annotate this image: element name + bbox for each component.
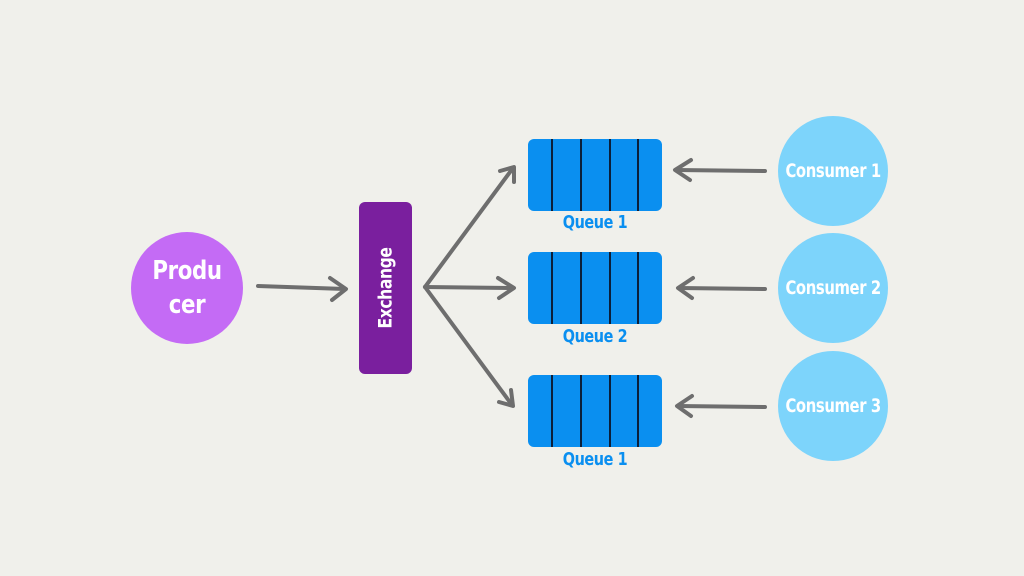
queue-slot-divider	[637, 375, 639, 447]
queue-2-box	[528, 252, 662, 324]
consumer1-to-queue1-arrow	[673, 158, 767, 182]
queue-slot-divider	[551, 375, 553, 447]
queue-slot-divider	[551, 139, 553, 211]
consumer-3-label: Consumer 3	[785, 395, 881, 417]
consumer-1-node: Consumer 1	[778, 116, 888, 226]
exchange-to-queue3-arrow	[423, 285, 515, 408]
exchange-label: Exchange	[374, 247, 397, 329]
queue-1-box	[528, 139, 662, 211]
queue-2-label: Queue 2	[562, 326, 628, 347]
queue-1-label: Queue 1	[562, 212, 628, 233]
consumer-2-label: Consumer 2	[785, 277, 881, 299]
queue-3-box	[528, 375, 662, 447]
queue-slot-divider	[580, 139, 582, 211]
producer-to-exchange-arrow	[256, 276, 348, 302]
queue-3-label: Queue 1	[562, 449, 628, 470]
exchange-to-queue1-arrow	[423, 165, 516, 289]
producer-label: Producer	[152, 256, 222, 320]
consumer2-to-queue2-arrow	[676, 276, 767, 300]
queue-slot-divider	[580, 375, 582, 447]
consumer-1-label: Consumer 1	[785, 160, 881, 182]
queue-slot-divider	[609, 139, 611, 211]
queue-slot-divider	[637, 252, 639, 324]
consumer3-to-queue3-arrow	[675, 394, 767, 418]
queue-slot-divider	[580, 252, 582, 324]
producer-node: Producer	[131, 232, 243, 344]
consumer-2-node: Consumer 2	[778, 233, 888, 343]
queue-slot-divider	[609, 252, 611, 324]
queue-slot-divider	[609, 375, 611, 447]
queue-slot-divider	[551, 252, 553, 324]
queue-slot-divider	[637, 139, 639, 211]
exchange-node: Exchange	[359, 202, 412, 374]
consumer-3-node: Consumer 3	[778, 351, 888, 461]
exchange-to-queue2-arrow	[423, 276, 516, 300]
